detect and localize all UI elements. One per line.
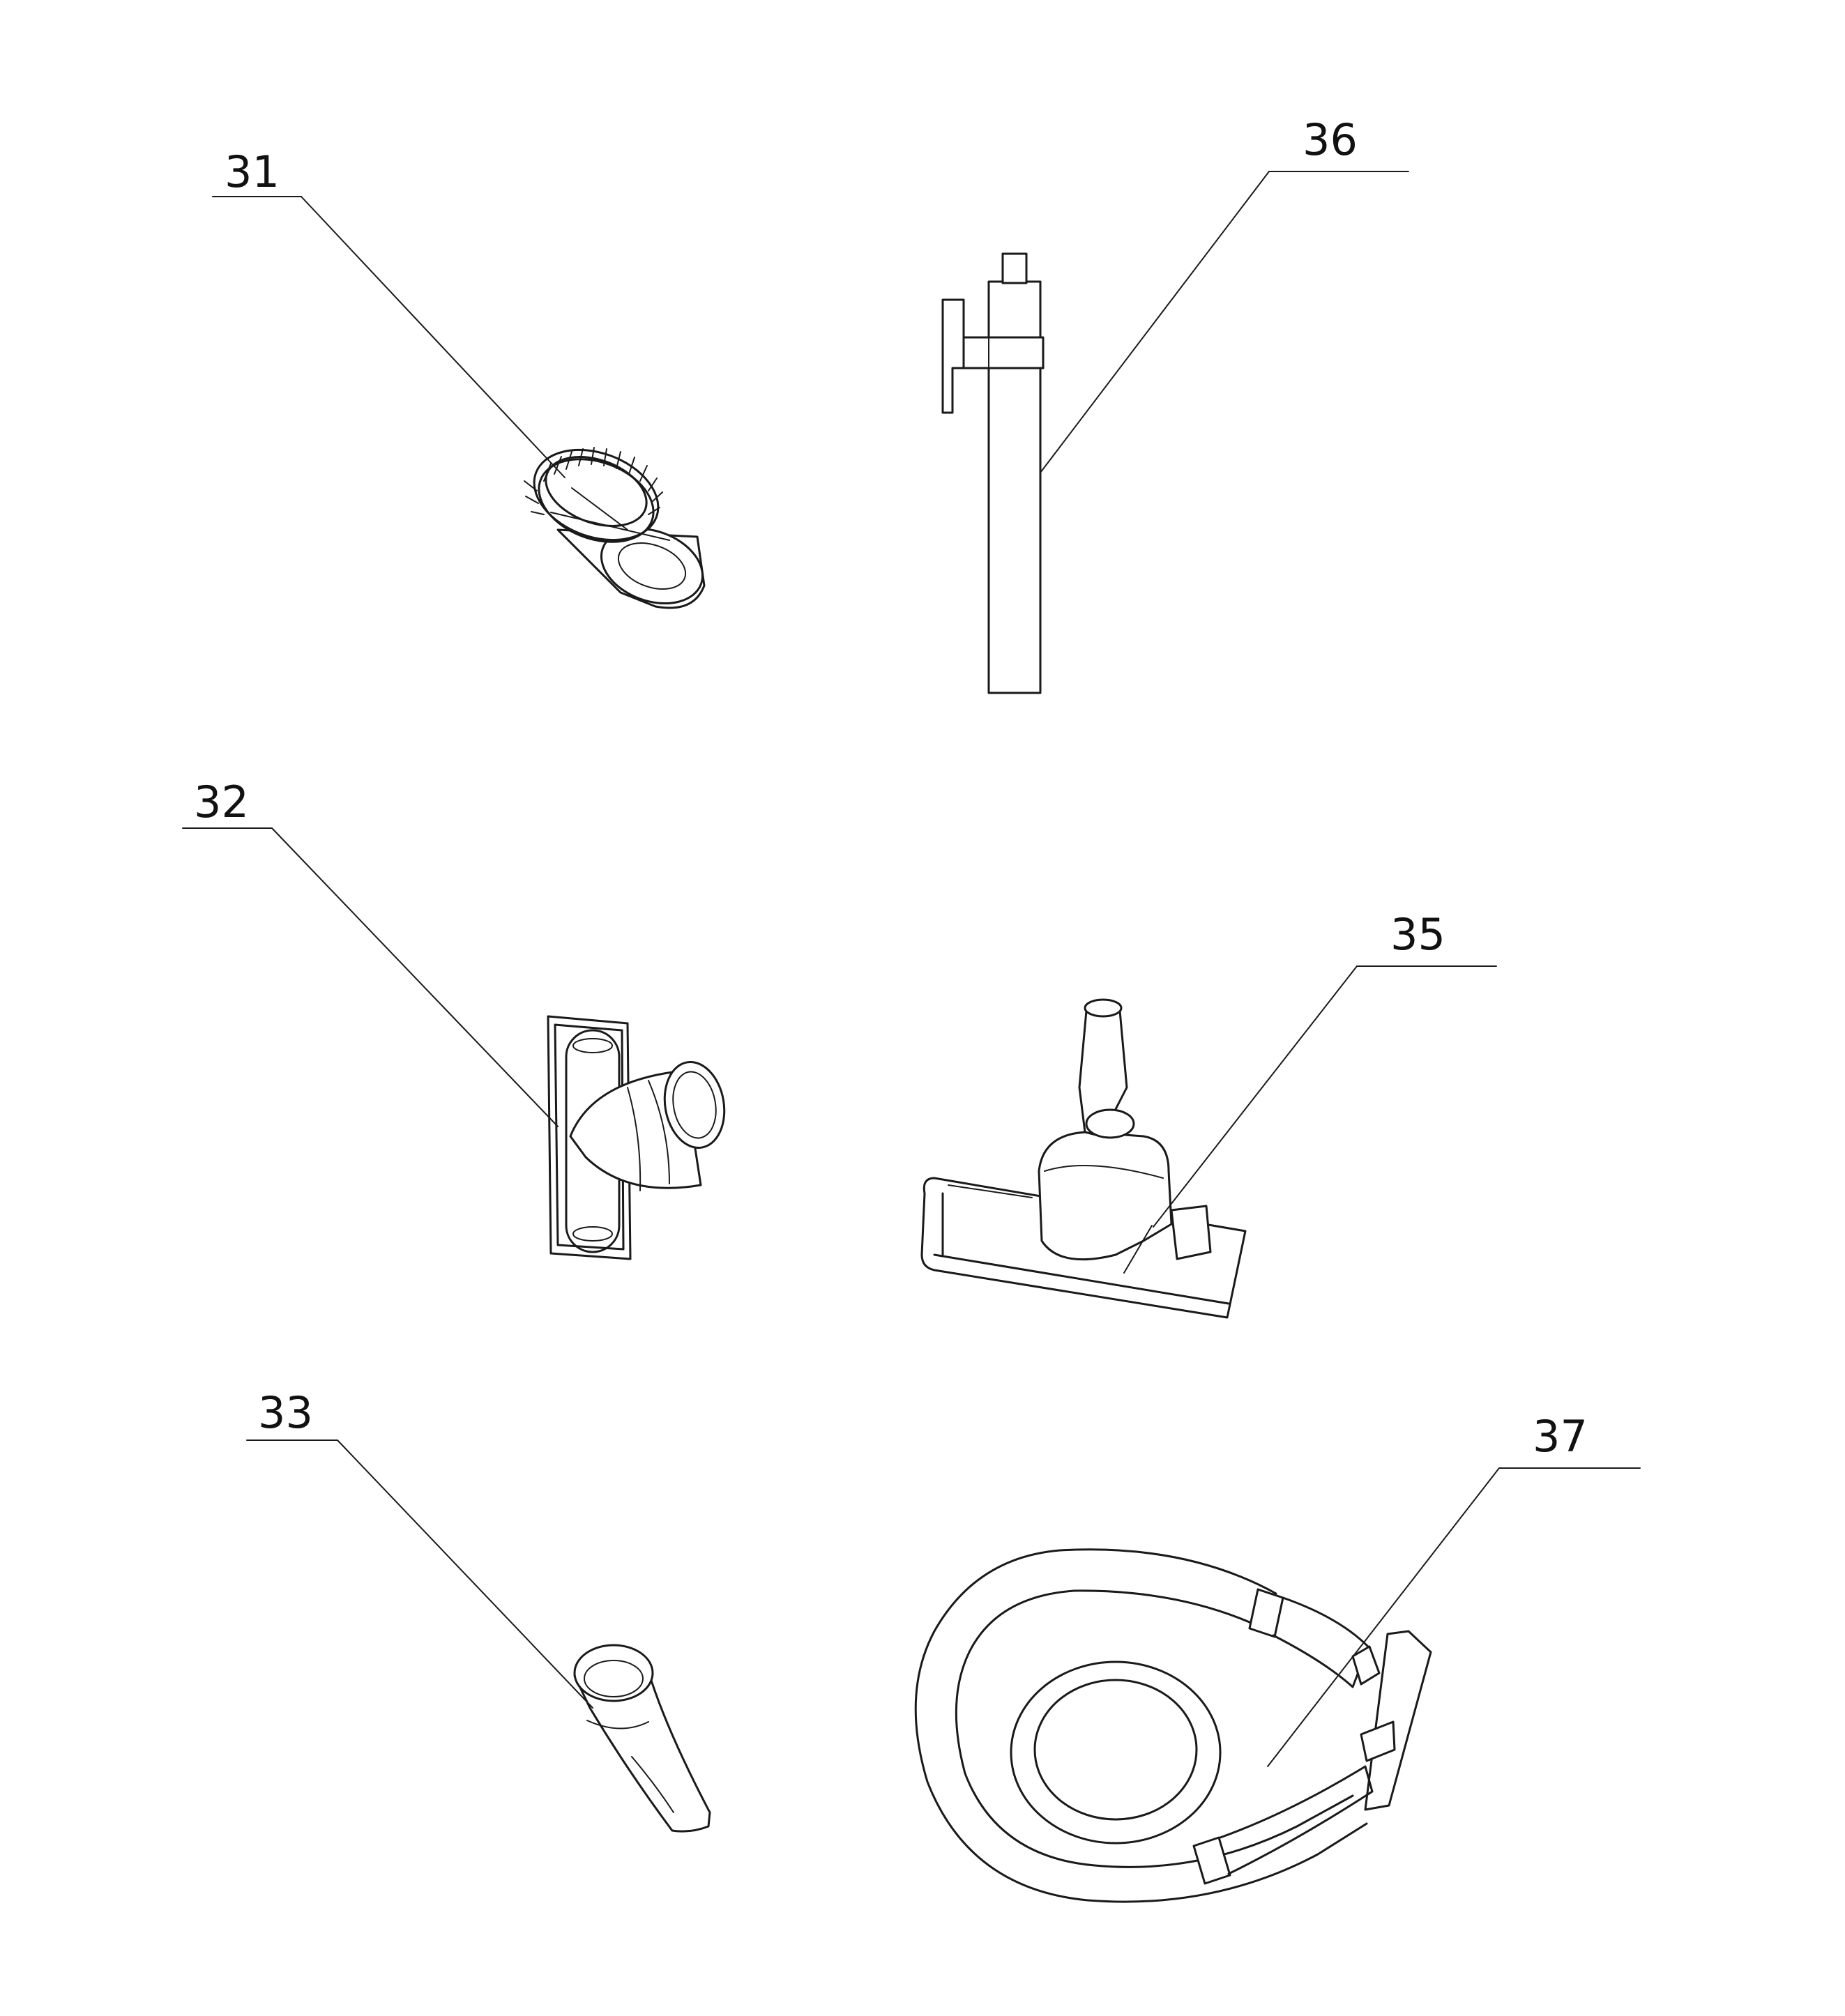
callout-31: 31 (225, 146, 280, 197)
part-35-floor-nozzle (920, 998, 1247, 1319)
callout-37: 37 (1533, 1411, 1588, 1462)
part-32-upholstery-nozzle (547, 1015, 726, 1260)
leader-33: 33 (246, 1387, 593, 1709)
part-36-extension-wand (941, 252, 1045, 694)
part-33-crevice-tool (573, 1644, 711, 1833)
part-37-suction-hose (914, 1548, 1432, 1903)
part-31-round-brush (524, 447, 706, 609)
callout-32: 32 (194, 777, 249, 827)
leader-32: 32 (182, 777, 559, 1127)
callout-33: 33 (258, 1387, 313, 1438)
leader-37: 37 (1267, 1411, 1641, 1767)
leader-35: 35 (1153, 909, 1497, 1228)
callout-36: 36 (1303, 114, 1358, 165)
leader-36: 36 (1040, 114, 1409, 473)
leader-31: 31 (212, 146, 565, 478)
callout-35: 35 (1390, 909, 1445, 960)
